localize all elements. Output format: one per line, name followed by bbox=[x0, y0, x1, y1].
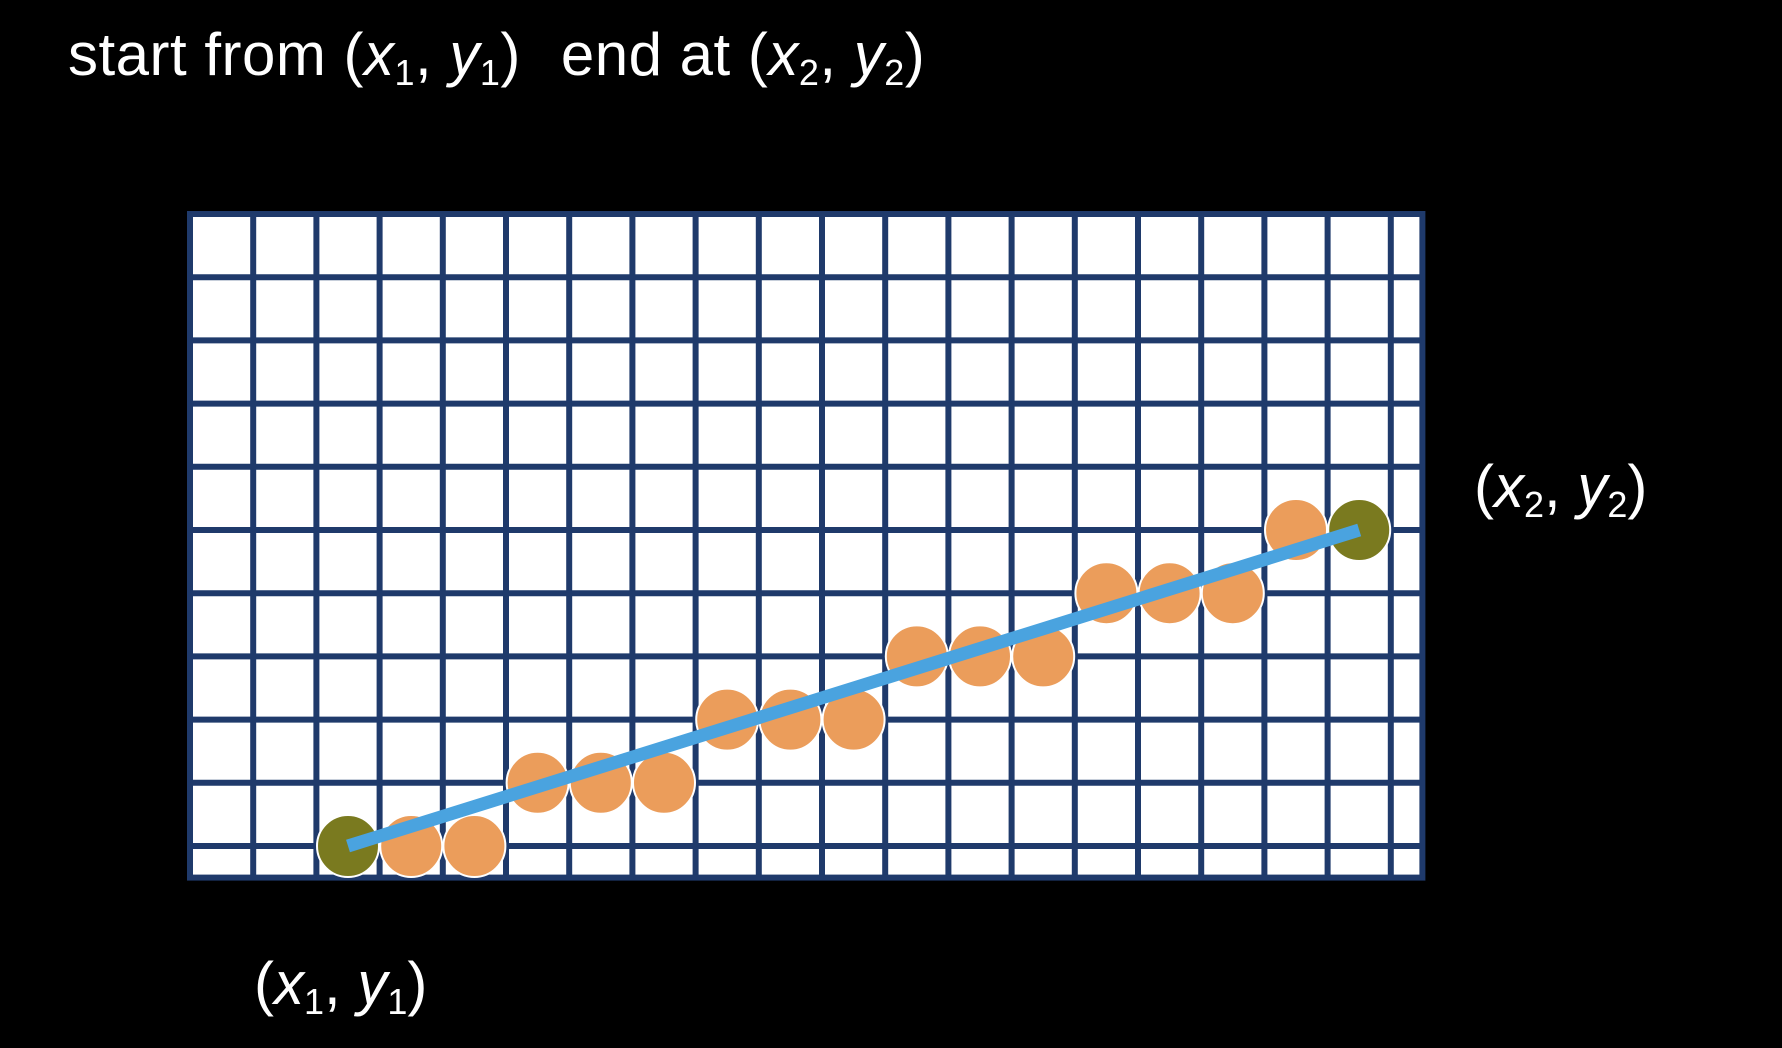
pixel-grid bbox=[187, 211, 1426, 881]
title-y1: y bbox=[449, 21, 480, 88]
end-point-label: (x2, y2) bbox=[1474, 453, 1648, 526]
end-label-y: y bbox=[1577, 453, 1608, 520]
start-point-label: (x1, y1) bbox=[254, 950, 428, 1023]
start-label-x-sub: 1 bbox=[303, 981, 325, 1023]
start-label-x: x bbox=[273, 950, 304, 1017]
title-close2: ) bbox=[904, 21, 926, 88]
end-label-x-sub: 2 bbox=[1523, 484, 1545, 526]
rasterized-pixel bbox=[632, 750, 696, 815]
title-sep2: , bbox=[819, 21, 854, 88]
title-y2: y bbox=[853, 21, 885, 88]
title-x1-sub: 1 bbox=[394, 52, 416, 94]
grid-border bbox=[187, 211, 1426, 881]
title-x2: x bbox=[768, 21, 799, 88]
title-x2-sub: 2 bbox=[798, 52, 820, 94]
grid-background bbox=[190, 214, 1423, 878]
title-end-prefix: end at ( bbox=[560, 21, 769, 88]
title-x1: x bbox=[364, 21, 395, 88]
title-close1: ) bbox=[500, 21, 521, 88]
ideal-line bbox=[346, 523, 1362, 853]
end-label-x: x bbox=[1493, 453, 1524, 520]
title-y2-sub: 2 bbox=[884, 52, 905, 94]
start-label-y: y bbox=[357, 950, 388, 1017]
end-label-y-sub: 2 bbox=[1607, 484, 1628, 526]
title-sep1: , bbox=[415, 21, 450, 88]
rasterized-pixel bbox=[442, 814, 507, 878]
ideal-line-segment bbox=[346, 523, 1362, 853]
start-label-y-sub: 1 bbox=[387, 981, 408, 1023]
title-start-prefix: start from ( bbox=[68, 21, 365, 88]
title-text: start from (x1, y1)end at (x2, y2) bbox=[68, 14, 925, 96]
title-y1-sub: 1 bbox=[479, 52, 501, 94]
